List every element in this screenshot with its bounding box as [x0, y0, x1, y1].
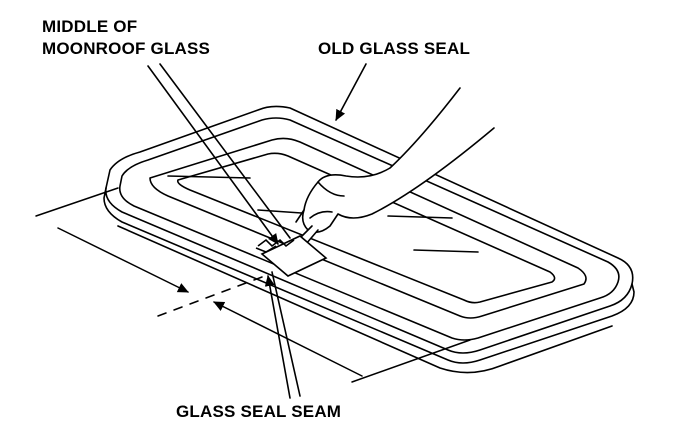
dimension-arrow-left — [57, 227, 189, 293]
leader-middle-of-glass-second — [159, 63, 291, 239]
glass-panel-bottom-lip — [117, 225, 613, 374]
extension-line-right — [351, 339, 471, 383]
glass-highlight — [167, 175, 251, 179]
glass-highlight — [413, 249, 479, 253]
leader-lines — [147, 63, 367, 399]
leader-glass-seal-seam-second — [271, 271, 301, 397]
hand-illustration — [295, 87, 495, 245]
glass-highlight — [387, 215, 453, 219]
center-dimension — [35, 187, 471, 383]
center-line-dashed — [157, 276, 263, 317]
leader-middle-of-glass — [147, 65, 279, 245]
seal-seam-patch — [255, 235, 328, 277]
old-glass-seal-rim — [118, 117, 620, 341]
glass-inner-window — [149, 137, 587, 319]
label-glass-seal-seam: GLASS SEAL SEAM — [176, 402, 342, 421]
label-middle-of: MIDDLE OF — [42, 17, 138, 36]
leader-glass-seal-seam — [264, 275, 291, 399]
glass-panel-outline — [105, 105, 634, 354]
dimension-arrow-right — [213, 301, 363, 377]
glass-panel-edge — [103, 187, 635, 364]
leader-old-glass-seal — [335, 63, 367, 121]
glass-tint-area — [176, 152, 556, 304]
label-old-glass-seal: OLD GLASS SEAL — [318, 39, 471, 58]
extension-line-left — [35, 187, 119, 217]
label-moonroof-glass: MOONROOF GLASS — [42, 39, 211, 58]
